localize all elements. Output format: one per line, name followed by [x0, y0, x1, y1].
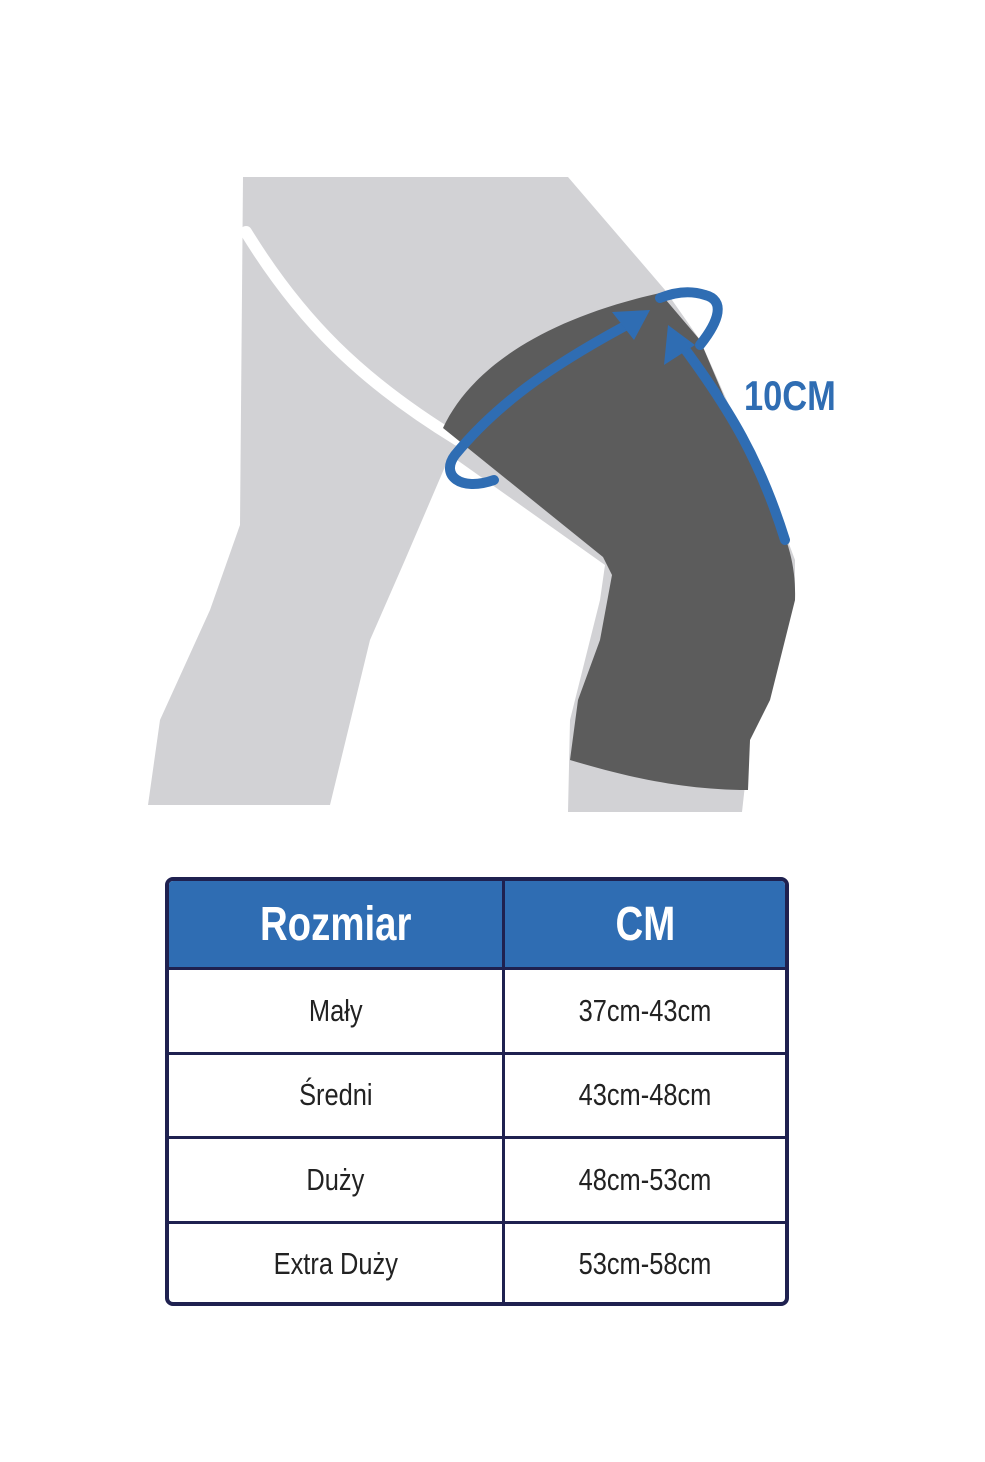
- circumference-arrow: [445, 313, 645, 489]
- table-row: Średni 43cm-48cm: [169, 1051, 785, 1136]
- size-range: 43cm-48cm: [578, 1077, 712, 1113]
- circumference-arrow-back: [655, 287, 723, 350]
- table-row: Mały 37cm-43cm: [169, 967, 785, 1052]
- size-name: Mały: [308, 992, 363, 1028]
- size-range: 48cm-53cm: [578, 1161, 712, 1197]
- knee-brace: [443, 293, 796, 790]
- header-size: Rozmiar: [259, 897, 412, 951]
- arrowhead-icon: [664, 325, 695, 365]
- size-range: 37cm-43cm: [578, 992, 712, 1028]
- header-cm: CM: [615, 897, 675, 951]
- knee-brace-illustration: [148, 177, 796, 812]
- size-name: Średni: [298, 1077, 373, 1113]
- size-name: Duży: [306, 1161, 365, 1197]
- measure-label: 10CM: [744, 372, 836, 419]
- size-name: Extra Duży: [273, 1246, 398, 1282]
- table-row: Duży 48cm-53cm: [169, 1136, 785, 1221]
- size-table: Rozmiar CM Mały 37cm-43cm Średni 43cm-48…: [165, 877, 789, 1306]
- thigh-highlight-line: [240, 226, 464, 446]
- table-header-row: Rozmiar CM: [169, 881, 785, 967]
- arrowhead-icon: [612, 310, 650, 340]
- table-row: Extra Duży 53cm-58cm: [169, 1220, 785, 1302]
- size-range: 53cm-58cm: [578, 1246, 712, 1282]
- height-arrow: [677, 340, 790, 545]
